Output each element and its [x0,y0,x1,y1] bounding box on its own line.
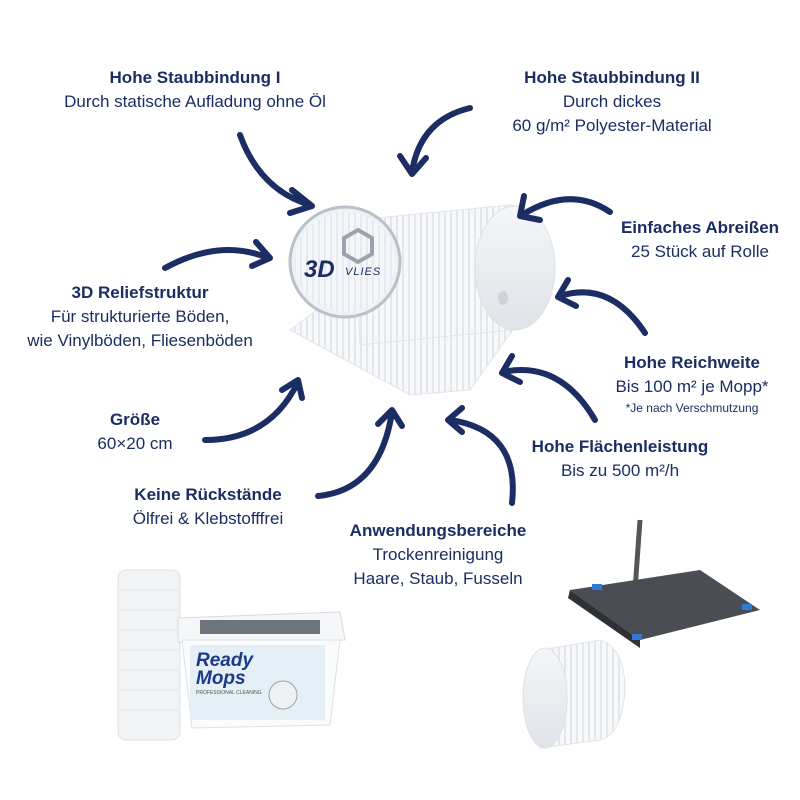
badge-vlies-text: VLIES [345,266,382,278]
arrow-4 [162,239,273,271]
arrow-3 [517,193,613,223]
arrow-2 [397,105,473,177]
package-subtitle: PROFESSIONAL CLEANING [196,690,262,696]
arrow-9 [445,405,516,506]
arrow-6 [202,377,305,443]
3d-vlies-badge [288,205,402,319]
arrow-5 [555,277,648,336]
arrows [162,105,648,506]
arrow-8 [315,407,405,499]
ready-mops-package-image [117,569,346,741]
arrow-7 [499,353,598,423]
badge-3d-text: 3D [304,256,335,283]
fleece-roll-image [289,204,556,396]
arrow-1 [237,132,315,216]
mop-and-roll-image [522,519,760,749]
